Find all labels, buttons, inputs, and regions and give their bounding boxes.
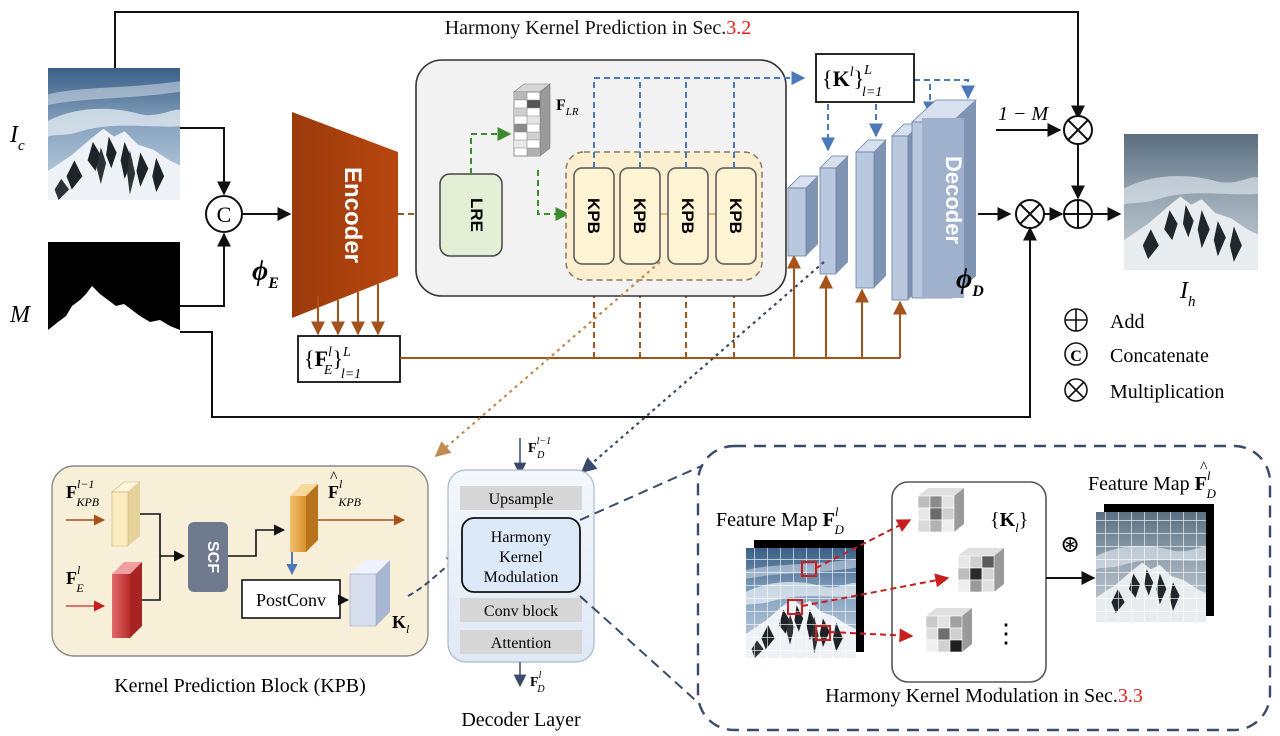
kpb-merge-top	[140, 513, 186, 562]
svg-text:C: C	[1070, 348, 1082, 365]
conv-block	[460, 598, 582, 622]
composite-label: Ic	[9, 122, 25, 154]
kpb-kernel-label: Kl	[392, 612, 410, 636]
kernels-ellipsis: ⋮	[993, 619, 1019, 648]
kernels-set-label: {Kl}	[990, 509, 1028, 535]
decoder-block	[787, 99, 978, 301]
kernel-grids	[917, 488, 1004, 653]
hkm-label-line1: Harmony	[491, 529, 551, 546]
kpb-output-feature-box	[290, 484, 318, 552]
kpb-blocks: KPB KPB KPB KPB	[573, 167, 757, 265]
multiply-node-bottom	[1015, 199, 1045, 229]
kernel-grid-3	[925, 608, 972, 653]
kpb-block-4	[715, 167, 757, 265]
kpb-block-label-1: KPB	[584, 198, 603, 234]
scf-to-gold-arrow	[228, 524, 286, 557]
legend-concat-icon: C	[1064, 342, 1088, 366]
postconv-label: PostConv	[256, 590, 326, 610]
flr-tensor	[513, 83, 551, 157]
add-node	[1063, 199, 1093, 229]
attention-block	[460, 630, 582, 654]
legend-concat-label: Concatenate	[1110, 345, 1209, 367]
upsample-block	[460, 486, 582, 510]
output-feature-map-hat: ^	[1200, 459, 1208, 476]
concatenate-symbol: C	[217, 202, 232, 227]
hkm-label-line3: Modulation	[484, 569, 559, 586]
feature-map-input	[746, 540, 864, 658]
kpb-block-label-3: KPB	[678, 198, 697, 234]
legend-mult-label: Multiplication	[1110, 381, 1224, 403]
kpb-group	[565, 151, 763, 281]
kernel-set-box	[815, 53, 915, 103]
kpb-prev-feature-box	[111, 481, 141, 547]
encoder-features-box	[297, 335, 401, 383]
one-minus-mask-label: 1 − M	[998, 103, 1049, 125]
kpb-fe-feature-box	[112, 562, 142, 638]
kpb-block-label-2: KPB	[630, 198, 649, 234]
kpb-kernel-box	[349, 560, 390, 627]
kernel-patch-1	[801, 561, 817, 577]
decoder-zoom-connector	[580, 261, 825, 474]
kpb-output-hat: ^	[330, 469, 338, 486]
legend: Add C Concatenate Multiplication	[1064, 308, 1224, 403]
hkm-label-line2: Kernel	[499, 549, 543, 566]
legend-add-label: Add	[1110, 311, 1144, 333]
mask-to-multiply-line	[180, 226, 1037, 418]
skip-connection-line	[114, 11, 1085, 120]
hkm-block	[461, 517, 581, 593]
mask-label: M	[9, 302, 32, 328]
legend-mult-icon	[1064, 378, 1088, 402]
encoder-block	[292, 112, 398, 318]
convolution-symbol: ⊛	[1060, 532, 1080, 558]
attention-label: Attention	[491, 635, 551, 652]
scf-label: SCF	[204, 541, 221, 573]
decoder-label: Decoder	[941, 156, 966, 244]
mask-to-concat-arrow	[180, 232, 231, 307]
encoder-feature-arrows	[311, 284, 385, 336]
lre-label: LRE	[467, 198, 486, 232]
kernel-grid-1	[917, 488, 964, 533]
flr-label: FLR	[556, 97, 579, 118]
scf-block	[188, 522, 228, 592]
output-label: Ih	[1179, 278, 1196, 310]
upsample-label: Upsample	[489, 491, 554, 508]
encoder-label: Encoder	[339, 167, 366, 263]
decoder-layer-caption: Decoder Layer	[461, 709, 581, 731]
kpb-block-3	[667, 167, 709, 265]
feature-map-output	[1096, 504, 1214, 622]
encoder-phi: ϕE	[252, 256, 279, 292]
multiply-node-top	[1063, 115, 1093, 145]
kpb-zoom-connector	[434, 261, 661, 458]
kpb-caption: Kernel Prediction Block (KPB)	[114, 675, 366, 697]
mask-image	[48, 242, 180, 374]
output-image	[1124, 134, 1258, 270]
kpb-block-label-4: KPB	[726, 198, 745, 234]
kernel-to-hkm-arrow	[407, 555, 462, 597]
decoder-phi: ϕD	[956, 264, 984, 300]
kpb-merge-bottom	[142, 556, 161, 601]
lre-to-flr-arrow	[470, 127, 512, 174]
kernel-to-decoder-arrows	[593, 71, 975, 168]
prediction-section-title: Harmony Kernel Prediction in Sec.3.2	[445, 17, 752, 39]
modulation-section-title: Harmony Kernel Modulation in Sec.3.3	[825, 685, 1143, 707]
composite-image	[48, 68, 180, 200]
patch-to-kernel-arrows	[801, 519, 950, 643]
legend-add-icon	[1064, 308, 1088, 332]
kernel-patch-2	[787, 599, 803, 615]
kernel-grid-2	[957, 548, 1004, 593]
conv-block-label: Conv block	[484, 603, 558, 620]
hkm-zoom-line-top	[579, 455, 725, 521]
flr-to-kpb-arrow	[537, 170, 570, 221]
image-to-concat-arrow	[180, 127, 231, 196]
